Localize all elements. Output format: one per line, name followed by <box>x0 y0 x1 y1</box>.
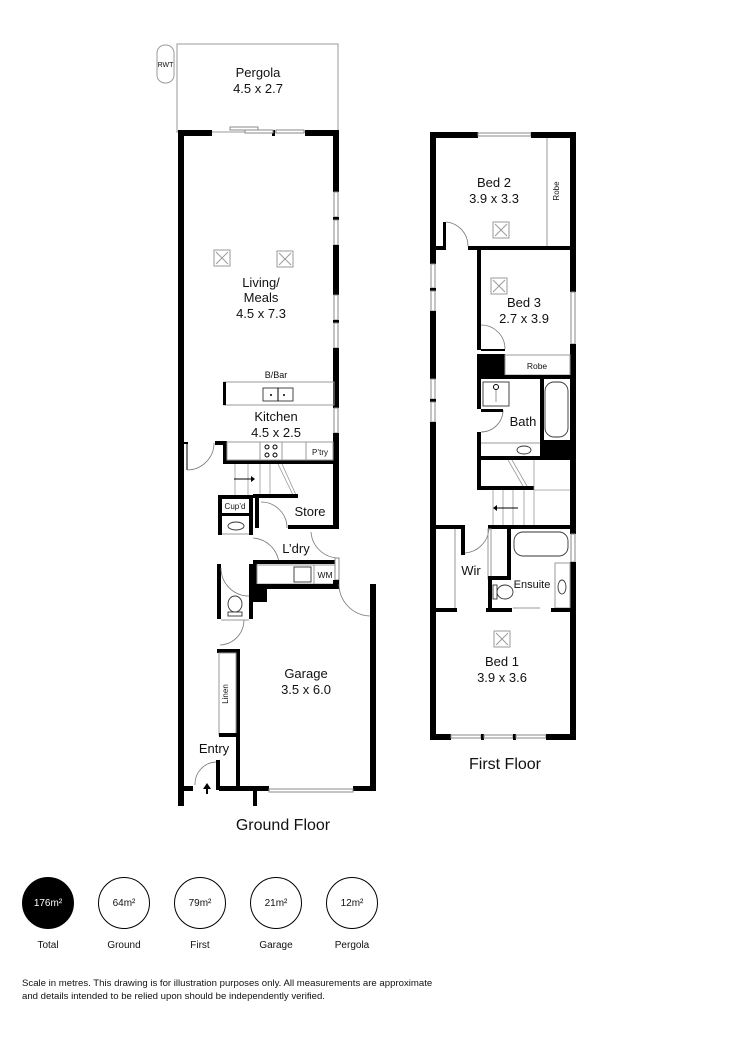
area-garage: 21m² Garage <box>250 877 302 951</box>
skylight-icon <box>493 630 511 648</box>
living-dims: 4.5 x 7.3 <box>236 306 286 321</box>
rainwater-tank <box>156 44 175 84</box>
rwt-label: RWT <box>158 62 175 69</box>
bed2-label: Bed 2 <box>477 175 511 190</box>
staircase <box>492 459 570 525</box>
area-pergola-label: Pergola <box>334 940 370 951</box>
disclaimer-text: Scale in metres. This drawing is for ill… <box>22 978 433 1002</box>
bed2-dims: 3.9 x 3.3 <box>469 191 519 206</box>
basin-icon <box>557 579 567 595</box>
laundry-sink-icon <box>293 566 312 583</box>
window <box>333 191 339 218</box>
bed3-label: Bed 3 <box>507 295 541 310</box>
kitchen-label: Kitchen <box>254 409 297 424</box>
basin-icon <box>516 445 532 455</box>
area-ground-label: Ground <box>107 940 141 951</box>
laundry-label: L’dry <box>282 541 310 556</box>
cooktop-icon <box>264 444 278 458</box>
area-pergola: 12m² Pergola <box>326 877 378 951</box>
floor-plan: RWT Pergola 4.5 x 2.7 Livin <box>156 43 576 834</box>
garage-dims: 3.5 x 6.0 <box>281 682 331 697</box>
skylight-icon <box>490 277 508 295</box>
area-legend: 176m² Total 64m² Ground 79m² First 21m² … <box>22 877 378 951</box>
living-label-2: Meals <box>244 290 279 305</box>
skylight-icon <box>276 250 294 268</box>
first-left-wall <box>430 132 436 264</box>
bed1-label: Bed 1 <box>485 654 519 669</box>
entry-label: Entry <box>199 741 230 756</box>
garage-right-wall <box>370 584 376 790</box>
wm-label: WM <box>317 570 332 580</box>
robe-bed2-label: Robe <box>552 181 561 201</box>
area-total: 176m² Total <box>22 877 74 951</box>
first-floor-plan: Robe Bed 2 3.9 x 3.3 Bed 3 2.7 x 3.9 Rob… <box>430 132 576 773</box>
pergola-label: Pergola <box>236 65 282 80</box>
area-total-value: 176m² <box>22 877 74 929</box>
bath-label: Bath <box>510 414 537 429</box>
skylight-icon <box>213 249 231 267</box>
window <box>477 132 532 137</box>
first-right-wall <box>570 132 576 292</box>
bed1-dims: 3.9 x 3.6 <box>477 670 527 685</box>
door-swing <box>186 442 215 471</box>
living-label-1: Living/ <box>242 275 280 290</box>
area-ground: 64m² Ground <box>98 877 150 951</box>
store-label: Store <box>294 504 325 519</box>
ground-floor-plan: RWT Pergola 4.5 x 2.7 Livin <box>156 43 376 834</box>
wir-label: Wir <box>461 563 481 578</box>
garage-label: Garage <box>284 666 327 681</box>
ground-left-wall <box>178 130 184 806</box>
first-floor-title: First Floor <box>469 756 542 773</box>
kitchen-dims: 4.5 x 2.5 <box>251 425 301 440</box>
bathtub-icon <box>544 381 569 438</box>
area-total-label: Total <box>37 940 59 951</box>
bbar-label: B/Bar <box>265 370 288 380</box>
bathtub-icon <box>513 531 569 557</box>
area-pergola-value: 12m² <box>326 877 378 929</box>
area-first-label: First <box>190 940 210 951</box>
toilet-icon <box>496 584 514 600</box>
cupboard-label: Cup’d <box>225 502 246 511</box>
kitchen-bench <box>226 441 334 461</box>
robe-bed3-label: Robe <box>527 361 548 371</box>
pergola-dims: 4.5 x 2.7 <box>233 81 283 96</box>
pantry-label: P’try <box>312 448 328 457</box>
toilet-icon <box>227 595 243 613</box>
basin-icon <box>227 521 245 531</box>
garage-door <box>268 788 354 793</box>
area-ground-value: 64m² <box>98 877 150 929</box>
area-garage-label: Garage <box>259 940 293 951</box>
linen-label: Linen <box>221 684 230 704</box>
staircase <box>234 463 297 496</box>
area-first-value: 79m² <box>174 877 226 929</box>
skylight-icon <box>492 221 510 239</box>
ensuite-label: Ensuite <box>514 579 551 591</box>
bed3-dims: 2.7 x 3.9 <box>499 311 549 326</box>
area-first: 79m² First <box>174 877 226 951</box>
sliding-door <box>229 126 259 131</box>
area-garage-value: 21m² <box>250 877 302 929</box>
ground-floor-title: Ground Floor <box>236 817 331 834</box>
entry-arrow-icon <box>203 783 211 794</box>
